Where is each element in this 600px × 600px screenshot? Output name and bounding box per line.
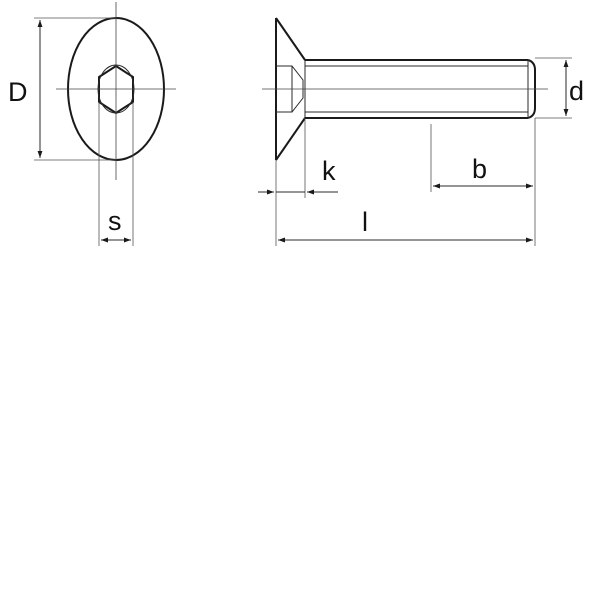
dim-label-D: D — [8, 77, 28, 107]
dimension-k: k — [258, 118, 338, 246]
dim-label-b: b — [472, 154, 487, 184]
dim-label-l: l — [362, 207, 368, 237]
dimension-d: d — [535, 57, 584, 119]
dimension-D: D — [8, 17, 116, 161]
head-end-view — [56, 2, 176, 180]
dim-label-d: d — [569, 76, 584, 106]
dimension-l: l — [278, 207, 533, 243]
head-taper-top — [275, 17, 306, 61]
screw-side-view — [262, 17, 548, 161]
dimension-s: s — [98, 102, 134, 246]
dim-label-k: k — [322, 156, 336, 186]
dimension-b: b — [430, 118, 536, 246]
head-taper-bottom — [275, 117, 306, 161]
dim-label-s: s — [108, 206, 122, 236]
